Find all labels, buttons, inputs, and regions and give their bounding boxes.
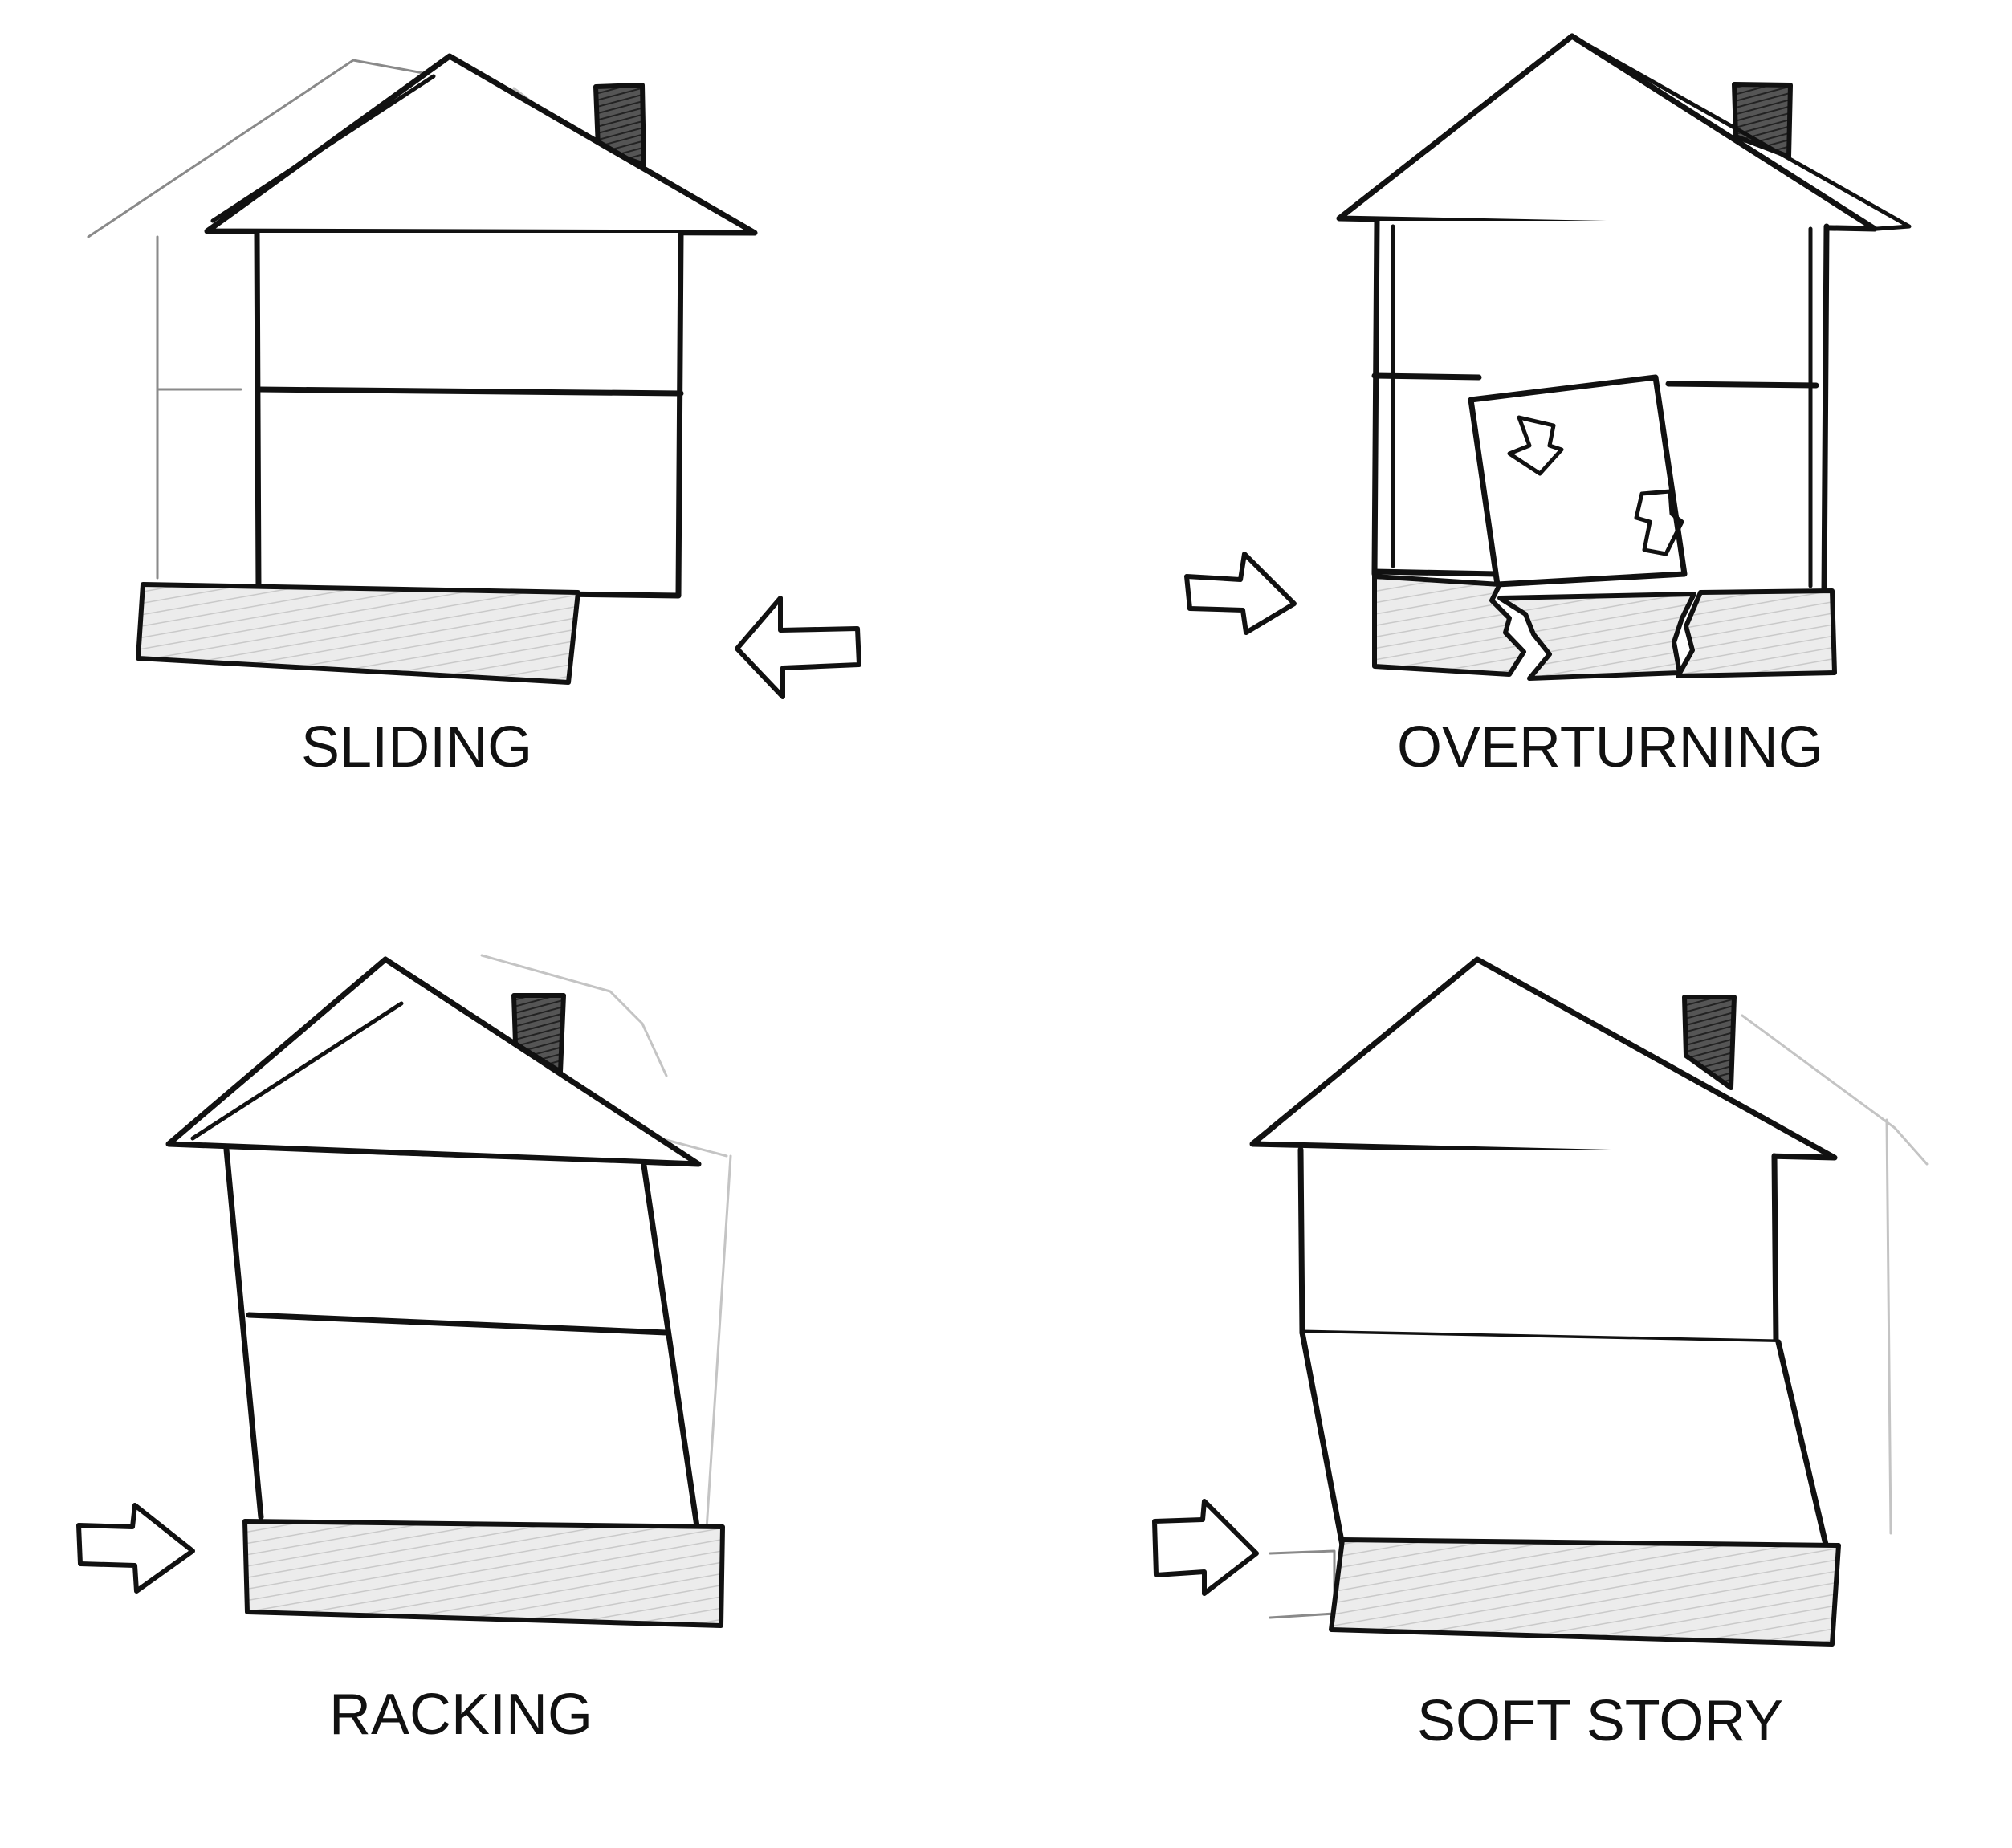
racking-house-body	[223, 1146, 702, 1541]
sliding-force-arrow	[735, 596, 861, 699]
racking-ghost-house	[480, 954, 732, 1531]
racking-foundation	[242, 1519, 725, 1628]
sliding-panel: SLIDING	[87, 53, 861, 779]
soft-story-chimney	[1682, 995, 1737, 1090]
overturning-force-arrow	[1184, 552, 1297, 635]
overturning-panel: OVERTURNING	[1184, 33, 1912, 779]
overturning-tilting-wall	[1468, 374, 1688, 588]
racking-label: RACKING	[329, 1683, 593, 1747]
soft-story-house-body	[1297, 1146, 1830, 1551]
overturning-label: OVERTURNING	[1397, 715, 1823, 779]
overturning-foundation	[1372, 574, 1837, 681]
soft-story-panel: SOFT STORY	[1152, 956, 1929, 1753]
overturning-roof	[1336, 33, 1912, 232]
sliding-foundation	[136, 582, 580, 685]
racking-roof	[165, 956, 702, 1167]
racking-panel: RACKING	[76, 954, 732, 1747]
soft-story-roof	[1249, 956, 1838, 1161]
soft-story-ghost-house	[1269, 1014, 1929, 1619]
sliding-label: SLIDING	[301, 715, 532, 779]
sliding-house-body	[254, 230, 684, 599]
soft-story-foundation	[1329, 1537, 1841, 1647]
racking-force-arrow	[76, 1503, 195, 1594]
sliding-roof	[204, 53, 758, 236]
soft-story-force-arrow	[1152, 1499, 1259, 1596]
soft-story-label: SOFT STORY	[1417, 1689, 1783, 1753]
